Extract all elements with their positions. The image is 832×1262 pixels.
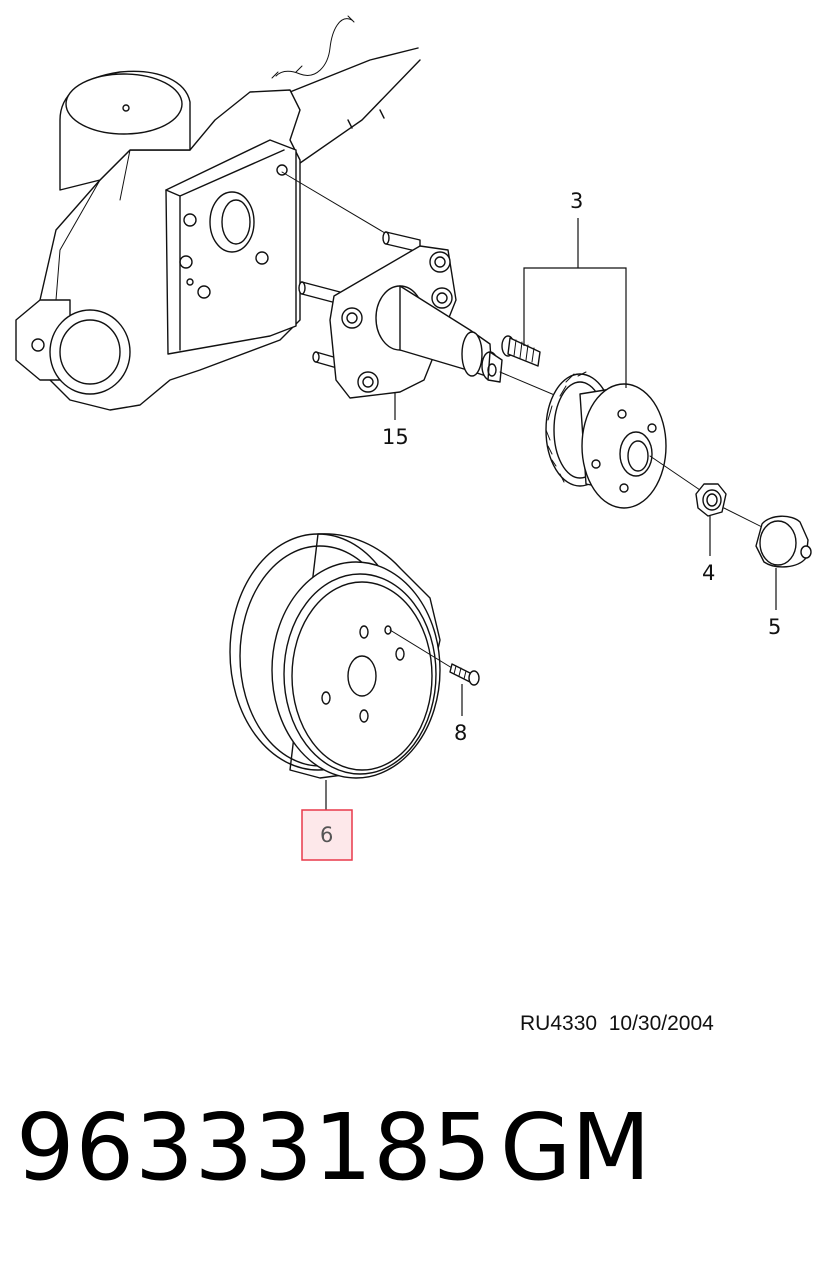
hub-assembly-illustration (501, 335, 667, 509)
brand-name: GM (500, 1094, 651, 1201)
highlight-box-drum (301, 809, 353, 861)
reference-code-line: RU4330 10/30/2004 (520, 1012, 714, 1036)
callout-drum: 6 (320, 823, 333, 847)
screw-illustration (449, 663, 480, 686)
callout-nut: 4 (702, 561, 715, 585)
nut-illustration (695, 483, 727, 517)
spindle-illustration (298, 231, 503, 399)
callout-spindle: 15 (382, 425, 409, 449)
axle-bracket-illustration (15, 15, 421, 411)
callout-cap: 5 (768, 615, 781, 639)
part-number: 96333185 (16, 1094, 493, 1201)
cap-illustration (755, 515, 812, 568)
brake-drum-illustration (229, 533, 441, 779)
ref-date: 10/30/2004 (608, 1012, 714, 1035)
callout-screw: 8 (454, 721, 467, 745)
ref-code: RU4330 (520, 1012, 598, 1035)
callout-hub-assembly: 3 (570, 189, 583, 213)
wheel-bolt (501, 335, 541, 367)
exploded-parts-diagram: 15 3 4 (15, 15, 812, 861)
